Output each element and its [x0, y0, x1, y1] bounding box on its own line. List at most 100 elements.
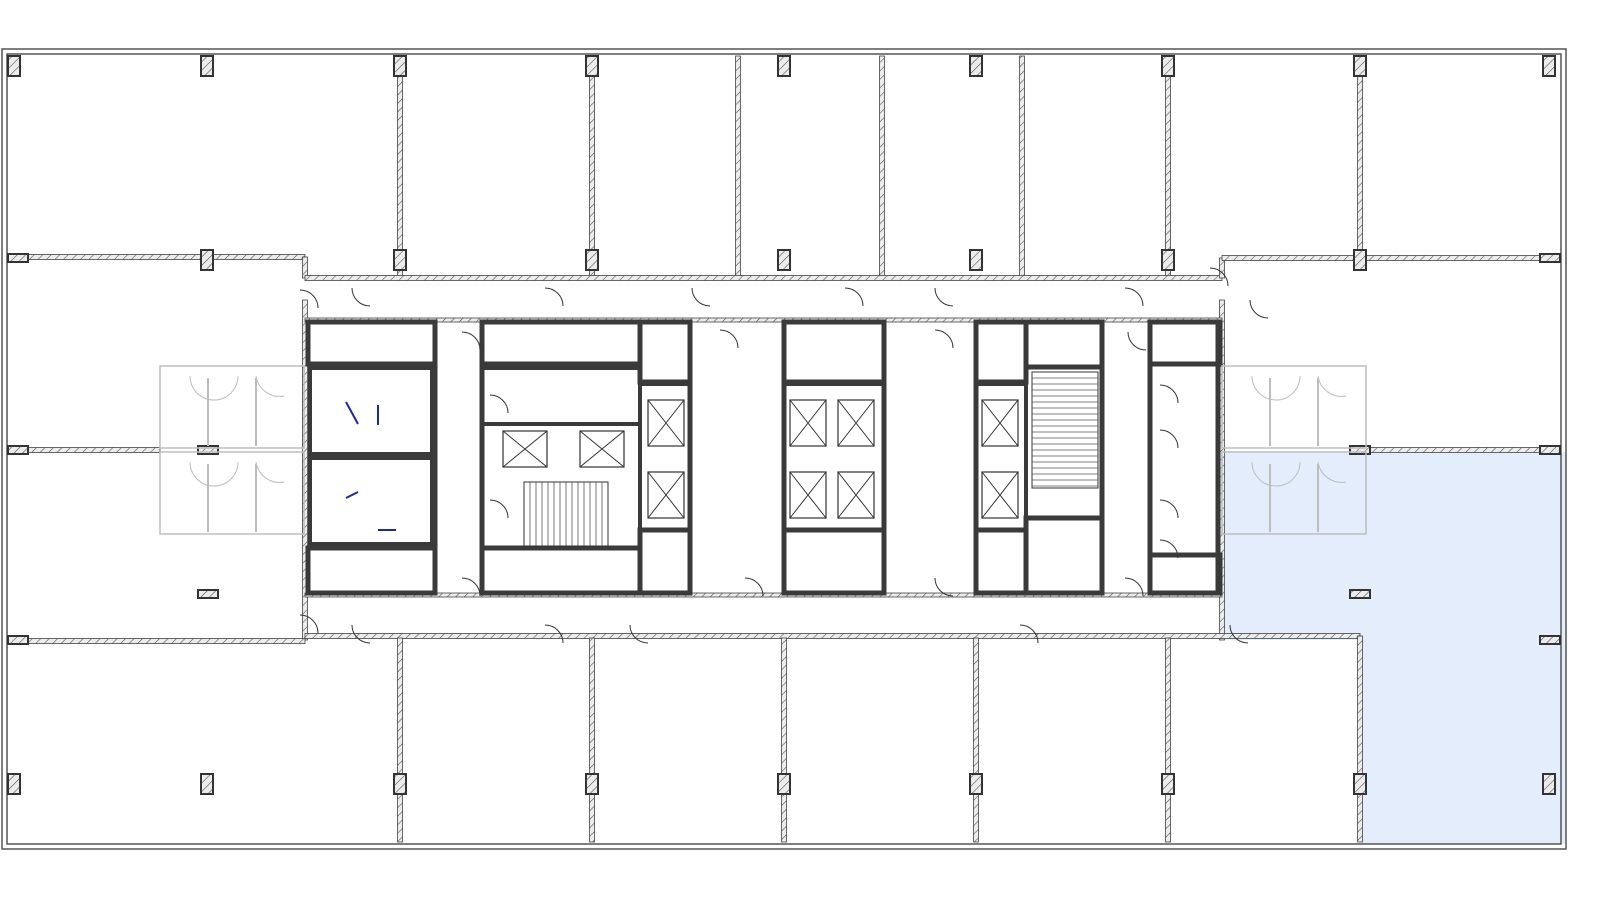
column — [1161, 249, 1175, 271]
door-swing — [1209, 267, 1229, 287]
column — [1353, 773, 1367, 795]
column — [1161, 55, 1175, 77]
column — [1353, 249, 1367, 271]
door-swing — [1159, 539, 1179, 559]
partition-wall — [1019, 55, 1025, 277]
column — [585, 773, 599, 795]
column — [200, 55, 214, 77]
door-swing — [934, 577, 954, 597]
door-swing — [544, 624, 564, 644]
partition-wall — [1165, 55, 1171, 277]
column — [1353, 55, 1367, 77]
column — [969, 55, 983, 77]
door-swing — [934, 329, 954, 349]
partition-wall — [1221, 255, 1361, 261]
washroom — [308, 366, 434, 456]
door-swing — [1124, 577, 1144, 597]
structural-columns — [7, 55, 1561, 795]
door-swing — [1249, 299, 1269, 319]
column — [777, 249, 791, 271]
service-room — [1147, 552, 1223, 596]
partition-wall — [1357, 55, 1363, 259]
service-room — [305, 319, 438, 367]
door-swing — [1229, 624, 1249, 644]
highlighted-unit[interactable] — [1222, 452, 1566, 640]
column — [7, 253, 29, 263]
column — [1349, 445, 1371, 455]
partition-wall — [735, 55, 741, 277]
column — [1161, 773, 1175, 795]
elevator-lobby-wall — [480, 366, 642, 426]
door-swing — [844, 287, 864, 307]
partition-wall — [397, 637, 403, 843]
column — [393, 249, 407, 271]
column — [1539, 635, 1561, 645]
door-swing — [299, 289, 319, 309]
door-swing — [1159, 384, 1179, 404]
toilet-door-swing — [1251, 461, 1347, 487]
column — [1542, 773, 1556, 795]
service-room — [973, 527, 1029, 596]
elevator-cross — [647, 399, 685, 447]
door-swing — [351, 287, 371, 307]
elevator-cross — [981, 471, 1019, 519]
elevator-cross — [981, 399, 1019, 447]
column — [7, 445, 29, 455]
door-swing — [934, 287, 954, 307]
door-swing — [461, 577, 481, 597]
column — [393, 773, 407, 795]
toilet-module — [159, 365, 305, 449]
partition-wall — [7, 447, 161, 453]
toilet-module — [1221, 451, 1367, 535]
partition-wall — [1165, 637, 1171, 843]
toilet-module — [1221, 365, 1367, 449]
door-swing — [744, 577, 764, 597]
column — [585, 55, 599, 77]
column — [393, 55, 407, 77]
partition-wall — [397, 55, 403, 277]
highlighted-unit-lower[interactable] — [1362, 638, 1566, 844]
column — [7, 635, 29, 645]
elevator-cross — [837, 471, 875, 519]
toilet-door-swing — [189, 461, 285, 487]
service-room — [1023, 319, 1105, 370]
service-room — [637, 527, 693, 596]
elevator-cross — [647, 471, 685, 519]
column — [7, 773, 21, 795]
door-swing — [1124, 287, 1144, 307]
service-room — [305, 545, 438, 596]
elevator-cross — [502, 430, 548, 468]
elevator-lobby-wall — [782, 382, 886, 532]
door-swing — [351, 624, 371, 644]
door-swing — [544, 287, 564, 307]
partition-wall — [302, 256, 308, 279]
door-swing — [1127, 331, 1147, 351]
column — [585, 249, 599, 271]
stall-partition — [345, 401, 359, 425]
elevator-lobby-wall — [638, 382, 692, 532]
door-swing — [299, 614, 319, 634]
door-swing — [691, 287, 711, 307]
elevator-cross — [837, 399, 875, 447]
partition-wall — [973, 637, 979, 843]
partition-wall — [1357, 635, 1363, 843]
column — [777, 773, 791, 795]
column — [777, 55, 791, 77]
service-room — [1023, 515, 1105, 596]
partition-wall — [304, 275, 1223, 281]
toilet-module — [159, 451, 305, 535]
elevator-cross — [789, 399, 827, 447]
stall-partition — [345, 491, 359, 499]
partition-wall — [781, 637, 787, 843]
partition-wall — [7, 254, 306, 260]
service-room — [1147, 319, 1223, 367]
toilet-door-swing — [1251, 375, 1347, 401]
column — [1539, 445, 1561, 455]
service-room — [637, 319, 693, 385]
door-swing — [461, 331, 481, 351]
washroom — [308, 456, 434, 546]
partition-wall — [304, 633, 1361, 639]
exterior-wall-outer — [1, 48, 1567, 850]
doors — [299, 267, 1269, 644]
